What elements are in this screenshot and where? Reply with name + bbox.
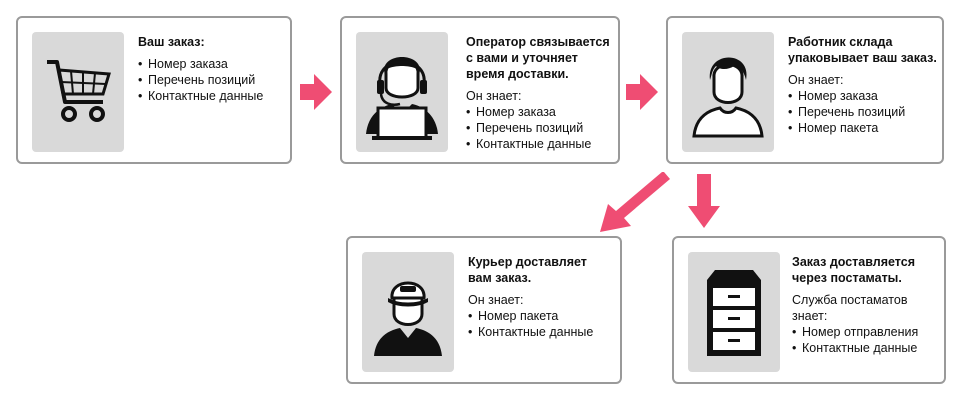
step-title: Заказ доставляется через постаматы. — [792, 255, 916, 285]
icon-tile — [356, 32, 448, 152]
step-subtitle: Он знает: — [466, 89, 522, 103]
step-card-operator: Оператор связывается с вами и уточняет в… — [340, 16, 620, 164]
parcel-locker-icon — [707, 270, 761, 356]
list-item: Номер заказа — [466, 104, 610, 120]
warehouse-worker-icon — [692, 57, 764, 138]
icon-tile — [688, 252, 780, 372]
step-subtitle: Он знает: — [788, 73, 844, 87]
list-item: Номер заказа — [138, 56, 263, 72]
list-item: Перечень позиций — [466, 120, 610, 136]
step-items: Номер пакета Контактные данные — [468, 308, 593, 340]
arrow-right-icon — [626, 74, 658, 110]
step-title: Оператор связывается с вами и уточняет в… — [466, 35, 610, 81]
step-subtitle: Он знает: — [468, 293, 524, 307]
list-item: Контактные данные — [466, 136, 610, 152]
list-item: Номер пакета — [468, 308, 593, 324]
arrow-down-icon — [688, 174, 720, 228]
icon-tile — [362, 252, 454, 372]
step-title: Ваш заказ: — [138, 35, 205, 49]
list-item: Номер отправления — [792, 324, 944, 340]
list-item: Номер пакета — [788, 120, 937, 136]
arrow-right-icon — [300, 74, 332, 110]
icon-tile — [32, 32, 124, 152]
step-title: Курьер доставляет вам заказ. — [468, 255, 587, 285]
list-item: Перечень позиций — [138, 72, 263, 88]
step-subtitle: Служба постаматов знает: — [792, 293, 908, 323]
step-title: Работник склада упаковывает ваш заказ. — [788, 35, 937, 65]
step-items: Номер заказа Перечень позиций Контактные… — [138, 56, 263, 104]
arrow-down-left-icon — [600, 172, 670, 232]
list-item: Номер заказа — [788, 88, 937, 104]
icon-tile — [682, 32, 774, 152]
list-item: Контактные данные — [138, 88, 263, 104]
step-card-courier: Курьер доставляет вам заказ. Он знает: Н… — [346, 236, 622, 384]
operator-headset-icon — [366, 57, 438, 140]
step-items: Номер заказа Перечень позиций Контактные… — [466, 104, 610, 152]
list-item: Контактные данные — [792, 340, 944, 356]
step-items: Номер заказа Перечень позиций Номер паке… — [788, 88, 937, 136]
step-card-warehouse: Работник склада упаковывает ваш заказ. О… — [666, 16, 944, 164]
step-card-order: Ваш заказ: Номер заказа Перечень позиций… — [16, 16, 292, 164]
step-items: Номер отправления Контактные данные — [792, 324, 944, 356]
shopping-cart-icon — [47, 60, 111, 122]
list-item: Контактные данные — [468, 324, 593, 340]
step-card-parcel-locker: Заказ доставляется через постаматы. Служ… — [672, 236, 946, 384]
list-item: Перечень позиций — [788, 104, 937, 120]
courier-cap-icon — [374, 281, 442, 356]
